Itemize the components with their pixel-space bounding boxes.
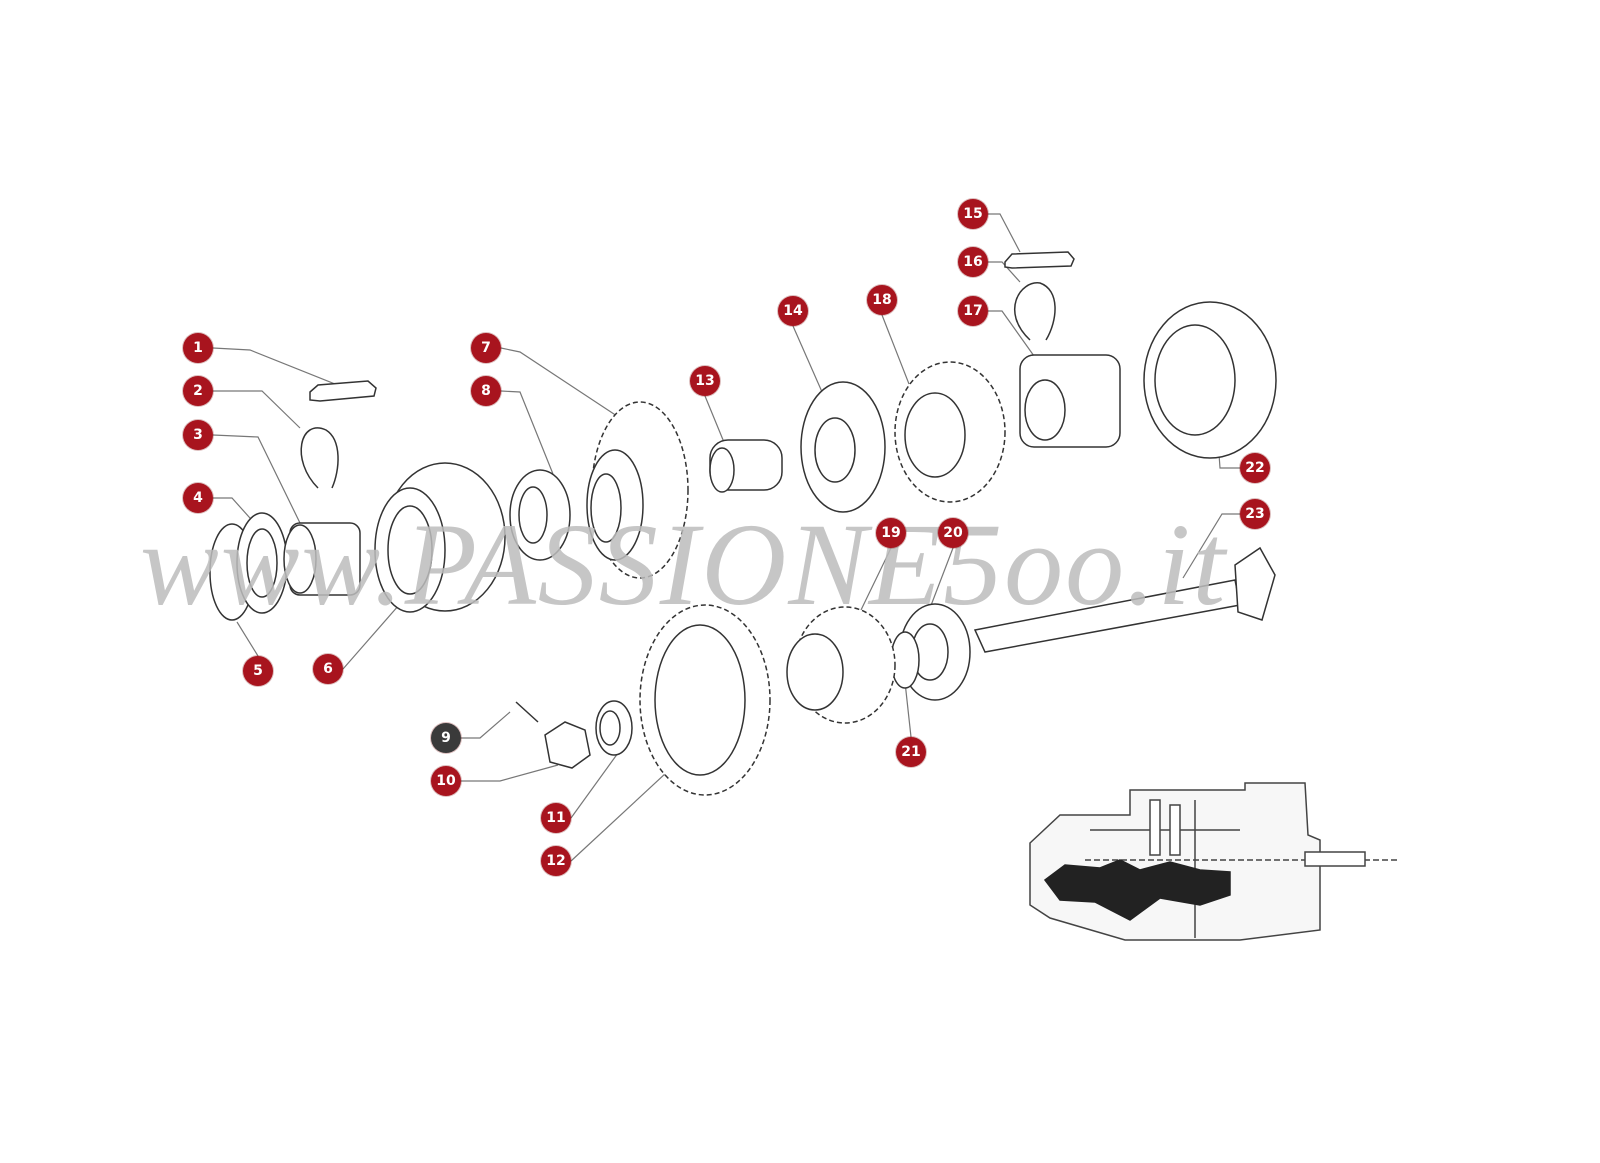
gearbox-inset (1029, 782, 1400, 941)
callout-badge-9[interactable]: 9 (431, 723, 461, 753)
callout-badge-11[interactable]: 11 (541, 803, 571, 833)
part-23-shape (973, 579, 1241, 653)
callout-badge-18[interactable]: 18 (867, 285, 897, 315)
callout-badge-23[interactable]: 23 (1240, 499, 1270, 529)
part-16-shape (1014, 282, 1056, 341)
callout-badge-20[interactable]: 20 (938, 518, 968, 548)
callout-badge-4[interactable]: 4 (183, 483, 213, 513)
callout-badge-19[interactable]: 19 (876, 518, 906, 548)
callout-badge-21[interactable]: 21 (896, 737, 926, 767)
callout-badge-15[interactable]: 15 (958, 199, 988, 229)
callout-badge-10[interactable]: 10 (431, 766, 461, 796)
callout-badge-13[interactable]: 13 (690, 366, 720, 396)
callout-badge-22[interactable]: 22 (1240, 453, 1270, 483)
part-9-shape (515, 701, 539, 723)
part-2-shape (300, 427, 339, 489)
part-21-shape (890, 631, 920, 689)
leader-lines (212, 213, 1240, 862)
part-1-shape (309, 380, 377, 402)
callout-badge-8[interactable]: 8 (471, 376, 501, 406)
callout-badge-3[interactable]: 3 (183, 420, 213, 450)
callout-badge-17[interactable]: 17 (958, 296, 988, 326)
callout-badge-14[interactable]: 14 (778, 296, 808, 326)
callout-badge-2[interactable]: 2 (183, 376, 213, 406)
part-15-shape (1004, 251, 1075, 269)
callout-badge-1[interactable]: 1 (183, 333, 213, 363)
part-drawings (209, 251, 1277, 796)
callout-badge-5[interactable]: 5 (243, 656, 273, 686)
part-10-shape (544, 721, 591, 769)
callout-badge-6[interactable]: 6 (313, 654, 343, 684)
callout-badge-12[interactable]: 12 (541, 846, 571, 876)
callout-badge-16[interactable]: 16 (958, 247, 988, 277)
callout-badge-7[interactable]: 7 (471, 333, 501, 363)
